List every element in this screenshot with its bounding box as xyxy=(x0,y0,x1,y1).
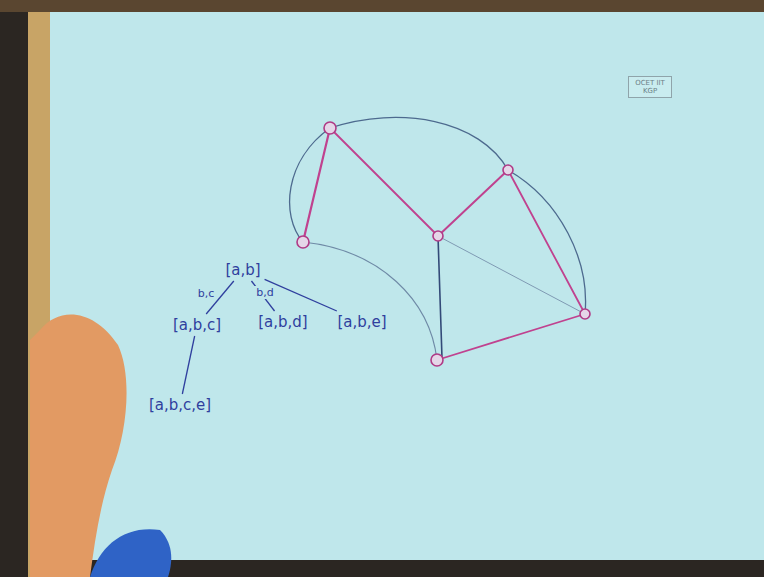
graph-vertex xyxy=(324,122,336,134)
sleeve xyxy=(90,529,171,577)
edge-label: b,c xyxy=(196,287,217,300)
graph-edge xyxy=(290,128,330,242)
graph-vertex xyxy=(580,309,590,319)
set-text: [a,b,c] xyxy=(173,316,221,334)
graph-vertices xyxy=(297,122,590,366)
hand xyxy=(30,314,127,577)
highlighted-edge xyxy=(508,170,585,314)
graph-edge xyxy=(508,170,586,314)
graph-drawing xyxy=(290,117,586,360)
state-set: [a,b,c] xyxy=(169,314,225,336)
graph-vertex xyxy=(431,354,443,366)
graph-edge xyxy=(330,117,508,170)
set-text: [a,b,c,e] xyxy=(149,396,211,414)
graph-edge xyxy=(438,236,585,314)
graph-vertex xyxy=(433,231,443,241)
set-text: [a,b] xyxy=(225,261,260,279)
edge-label: b,d xyxy=(254,286,275,299)
highlighted-edge xyxy=(437,314,585,360)
state-set: [a,b,c,e] xyxy=(145,394,215,416)
graph-edge xyxy=(303,242,437,360)
whiteboard xyxy=(50,12,764,560)
highlighted-edge xyxy=(438,170,508,236)
highlighted-edge xyxy=(303,128,330,242)
graph-vertex xyxy=(503,165,513,175)
graph-edge xyxy=(438,236,442,358)
highlighted-edge xyxy=(330,128,438,236)
state-set: [a,b,e] xyxy=(333,311,390,333)
state-set: [a,b,d] xyxy=(254,311,311,333)
presenter-hand xyxy=(30,314,171,577)
set-text: [a,b,e] xyxy=(337,313,386,331)
tree-edge xyxy=(182,336,194,394)
board-frame xyxy=(0,0,764,12)
state-set: [a,b] xyxy=(221,259,264,281)
watermark: OCET IIT KGP xyxy=(628,76,672,98)
set-text: [a,b,d] xyxy=(258,313,307,331)
graph-vertex xyxy=(297,236,309,248)
